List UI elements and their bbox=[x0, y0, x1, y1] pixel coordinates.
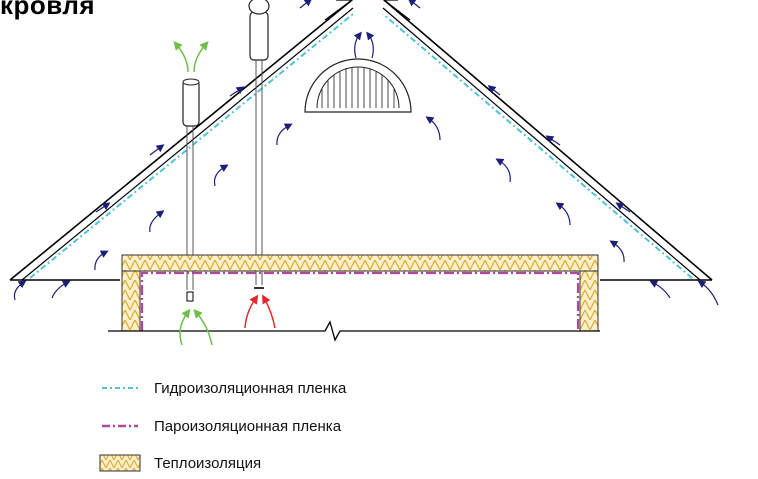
floor-line bbox=[108, 320, 600, 342]
waterproofing-swatch bbox=[98, 377, 142, 399]
insulation-swatch bbox=[98, 452, 142, 474]
airflow-arrows bbox=[13, 0, 719, 306]
legend-label-waterproofing: Гидроизоляционная пленка bbox=[154, 379, 347, 397]
roof-ventilation-diagram bbox=[9, 0, 719, 346]
roof-outline bbox=[9, 0, 713, 281]
legend-item-insulation: Теплоизоляция bbox=[98, 452, 261, 474]
page-title: кровля bbox=[0, 0, 96, 20]
legend-item-waterproofing: Гидроизоляционная пленка bbox=[98, 377, 346, 399]
vapor-swatch bbox=[98, 415, 142, 437]
ridge-vent bbox=[324, 0, 411, 21]
ceiling-insulation bbox=[121, 254, 599, 332]
attic-vent-icon bbox=[304, 58, 412, 113]
vapor-barrier bbox=[140, 271, 580, 331]
exhaust-air-arrows bbox=[173, 40, 213, 346]
chimney-pipe-icon bbox=[248, 0, 270, 289]
waterproofing-membrane bbox=[29, 13, 693, 279]
legend-label-vapor: Пароизоляционная пленка bbox=[154, 417, 342, 435]
warm-air-arrows bbox=[244, 294, 276, 329]
legend-label-insulation: Теплоизоляция bbox=[154, 454, 262, 472]
legend-item-vapor: Пароизоляционная пленка bbox=[98, 415, 341, 437]
